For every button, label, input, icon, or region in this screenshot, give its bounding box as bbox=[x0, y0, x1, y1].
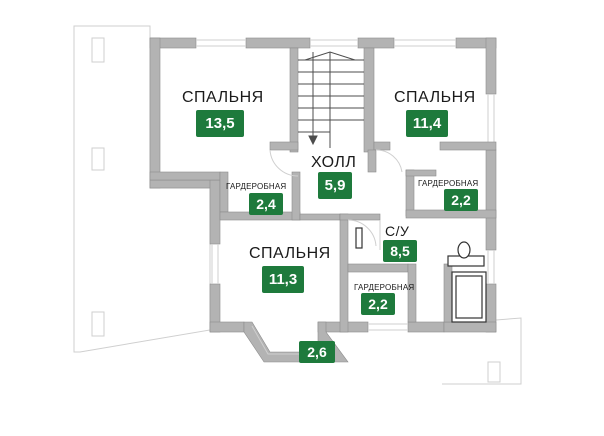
windows bbox=[196, 39, 495, 355]
bay-area: 2,6 bbox=[299, 341, 335, 363]
roof-outline-left bbox=[73, 25, 211, 353]
wardrobe-right-area: 2,2 bbox=[444, 189, 478, 211]
bathroom-area: 8,5 bbox=[383, 240, 417, 262]
bedroom-top-right-label: СПАЛЬНЯ bbox=[394, 89, 476, 106]
bathroom-label: С/У bbox=[385, 223, 410, 239]
hall-label: ХОЛЛ bbox=[311, 154, 357, 171]
roof-outline-right bbox=[442, 317, 522, 385]
wardrobe-bottom-label: ГАРДЕРОБНАЯ bbox=[354, 283, 415, 292]
staircase bbox=[298, 51, 364, 148]
bedroom-bottom-label: СПАЛЬНЯ bbox=[249, 245, 331, 262]
bathroom-fixtures bbox=[355, 227, 487, 323]
bedroom-bottom-area: 11,3 bbox=[262, 266, 304, 293]
bedroom-top-right-area: 11,4 bbox=[406, 110, 448, 137]
bedroom-top-left-label: СПАЛЬНЯ bbox=[182, 89, 264, 106]
wardrobe-bottom-area: 2,2 bbox=[361, 293, 395, 315]
hall-area: 5,9 bbox=[318, 172, 352, 199]
interior-walls bbox=[149, 47, 497, 333]
wardrobe-right-label: ГАРДЕРОБНАЯ bbox=[418, 179, 479, 188]
wardrobe-left-area: 2,4 bbox=[249, 193, 283, 215]
wardrobe-left-label: ГАРДЕРОБНАЯ bbox=[226, 182, 287, 191]
bedroom-top-left-area: 13,5 bbox=[196, 110, 244, 137]
